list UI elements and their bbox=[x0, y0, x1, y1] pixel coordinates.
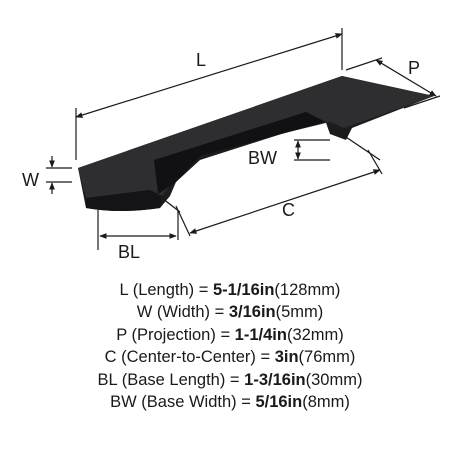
left-center-line bbox=[157, 194, 181, 213]
spec-value: 5/16in bbox=[255, 393, 303, 412]
dim-letter-C: C bbox=[282, 200, 295, 220]
dim-letter-W: W bbox=[22, 170, 39, 190]
cabinet-pull-handle bbox=[78, 76, 434, 211]
spec-metric: (32mm) bbox=[286, 325, 344, 344]
spec-value: 5-1/16in bbox=[212, 281, 275, 299]
spec-base-length: BL (Base Length) = 1-3/16in(30mm) bbox=[0, 369, 460, 391]
dim-letter-BL: BL bbox=[118, 242, 140, 262]
dim-letter-L: L bbox=[196, 50, 206, 70]
dimension-BW: BW bbox=[248, 139, 330, 168]
spec-value: 3in bbox=[274, 348, 299, 367]
handle-dimension-diagram: L P W BW C BL bbox=[22, 28, 441, 262]
spec-center-to-center: C (Center-to-Center) = 3in(76mm) bbox=[0, 346, 460, 368]
spec-metric: (5mm) bbox=[275, 303, 324, 322]
spec-value: 3/16in bbox=[228, 303, 276, 322]
spec-label: BW (Base Width) = bbox=[110, 393, 256, 412]
spec-label: L (Length) = bbox=[119, 281, 213, 299]
spec-value: 1-3/16in bbox=[244, 370, 306, 389]
dim-letter-P: P bbox=[408, 58, 420, 78]
spec-metric: (8mm) bbox=[302, 393, 350, 412]
dimension-BL: BL bbox=[97, 210, 179, 262]
spec-metric: (30mm) bbox=[305, 370, 363, 389]
right-center-line bbox=[339, 132, 381, 161]
dim-letter-BW: BW bbox=[248, 148, 277, 168]
spec-metric: (76mm) bbox=[298, 348, 356, 367]
dimension-L: L bbox=[75, 28, 343, 160]
dimension-spec-list: L (Length) = 5-1/16in(128mm) W (Width) =… bbox=[0, 279, 460, 413]
dimension-C: C bbox=[175, 149, 383, 237]
spec-projection: P (Projection) = 1-1/4in(32mm) bbox=[0, 324, 460, 346]
dimension-P: P bbox=[345, 57, 441, 109]
spec-width: W (Width) = 3/16in(5mm) bbox=[0, 301, 460, 323]
spec-label: P (Projection) = bbox=[116, 325, 235, 344]
spec-value: 1-1/4in bbox=[234, 325, 287, 344]
spec-length: L (Length) = 5-1/16in(128mm) bbox=[0, 279, 460, 301]
spec-label: W (Width) = bbox=[136, 303, 229, 322]
spec-metric: (128mm) bbox=[274, 281, 341, 299]
handle-cutout bbox=[154, 112, 326, 194]
spec-label: C (Center-to-Center) = bbox=[104, 348, 275, 367]
spec-base-width: BW (Base Width) = 5/16in(8mm) bbox=[0, 391, 460, 413]
handle-edge bbox=[86, 190, 162, 211]
dimension-W: W bbox=[22, 156, 72, 194]
spec-label: BL (Base Length) = bbox=[97, 370, 245, 389]
